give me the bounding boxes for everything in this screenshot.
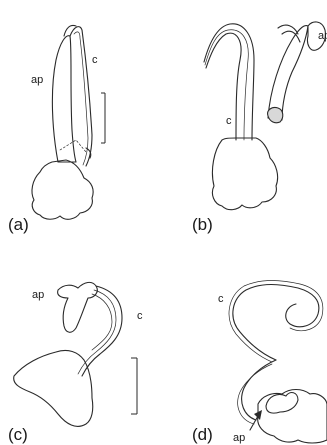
panel-c-ap-label: ap (32, 289, 44, 301)
panel-c-letter: (c) (8, 425, 28, 444)
panel-b-ap-label: ap (318, 30, 327, 42)
panel-a-basal-bulb (32, 160, 93, 219)
panel-d-basal-bulb (258, 390, 327, 444)
panel-d-c-label: c (218, 293, 224, 305)
panel-a-ap-label: ap (31, 74, 43, 86)
panel-b: ap c (b) (192, 22, 327, 234)
panel-b-cornutus (206, 33, 241, 140)
panel-d-cornutus (233, 285, 319, 361)
panel-b-letter: (b) (192, 215, 213, 234)
panel-b-basal-bulb (212, 138, 277, 210)
panel-d-ap-label: ap (233, 432, 245, 444)
panel-a-letter: (a) (8, 215, 29, 234)
panel-a-apophysis (52, 36, 76, 162)
panel-c: ap c (c) (8, 282, 143, 444)
panel-b-apophysis (268, 26, 308, 120)
panel-c-basal-bulb (14, 350, 93, 426)
panel-a-c-label: c (92, 54, 98, 66)
panel-c-c-label: c (137, 310, 143, 322)
panel-c-apophysis (58, 282, 98, 332)
panel-b-c-label: c (226, 115, 232, 127)
panel-a: ap c (a) (8, 25, 105, 234)
panel-d-letter: (d) (192, 425, 213, 444)
panel-d: ap c (d) (192, 281, 327, 445)
panel-d-apophysis (266, 393, 298, 414)
